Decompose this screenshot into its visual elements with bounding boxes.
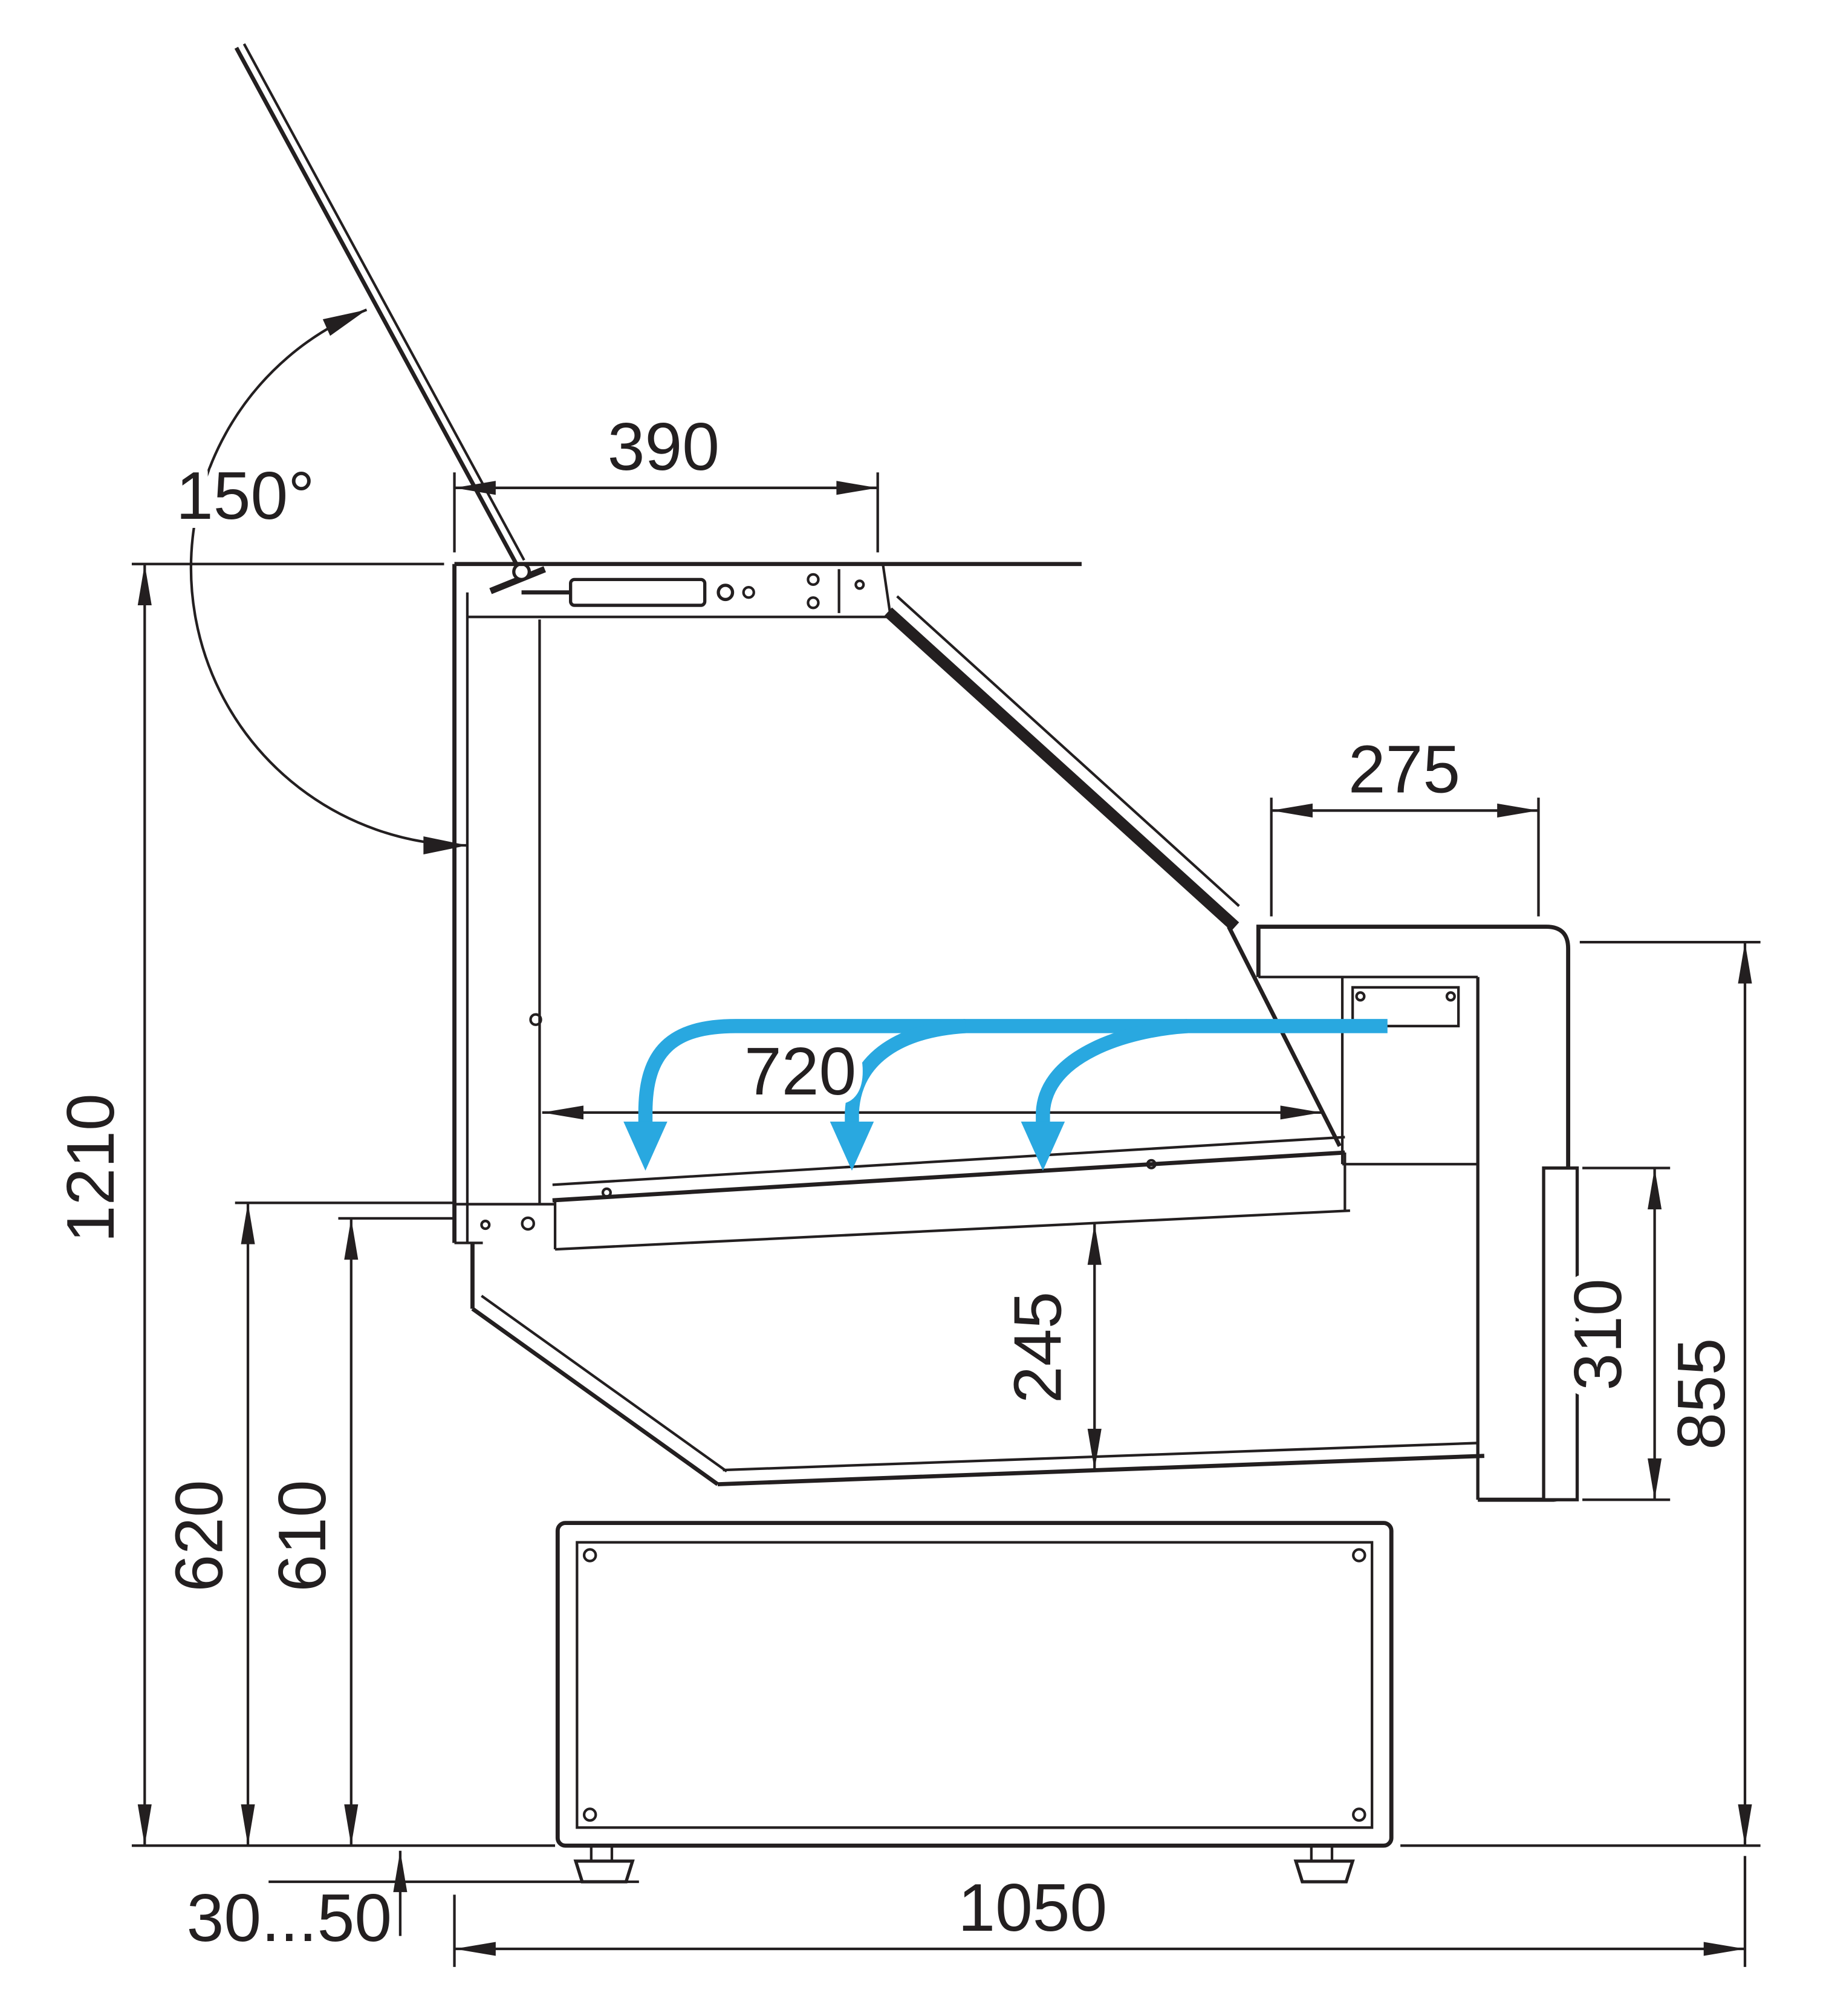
label-610: 610 <box>265 1480 340 1592</box>
label-1210: 1210 <box>53 1093 128 1243</box>
dim-610 <box>338 1217 455 1846</box>
base-outer <box>555 1521 1394 1848</box>
label-150deg: 150° <box>176 458 315 533</box>
base-inner <box>576 1541 1374 1829</box>
dim-1210 <box>131 562 556 1847</box>
rear-compartment <box>1227 925 1579 1502</box>
canopy-bracket <box>807 569 865 613</box>
rear-panel-310 <box>1542 1166 1579 1501</box>
rear-slope-thick <box>884 607 1239 931</box>
well-bottom <box>717 1454 1484 1487</box>
airflow-main-duct <box>638 1019 1388 1126</box>
airflow-branch-mid <box>845 1019 966 1126</box>
dim-30-50 <box>268 1850 639 1936</box>
dim-150deg <box>189 308 467 855</box>
label-310: 310 <box>1561 1278 1636 1390</box>
right-foot <box>1293 1859 1355 1884</box>
airflow-arrow-icon <box>830 1121 874 1171</box>
deck-surface <box>552 1150 1345 1203</box>
dimension-labels: 150° 390 275 720 1210 620 610 245 310 85… <box>44 400 1748 1965</box>
dim-1050 <box>453 1856 1747 1967</box>
lid-hinge-pivot <box>512 562 531 582</box>
open-lid <box>234 43 546 594</box>
left-foot <box>573 1859 635 1884</box>
dim-620 <box>235 1201 455 1846</box>
front-panel <box>452 564 556 1244</box>
display-deck <box>552 1136 1350 1251</box>
label-1050: 1050 <box>958 1870 1107 1945</box>
base-plinth <box>555 1521 1394 1848</box>
label-245: 245 <box>1001 1292 1076 1403</box>
label-30-50: 30...50 <box>187 1881 392 1956</box>
fan-housing <box>1351 986 1460 1028</box>
gas-strut <box>521 577 755 607</box>
label-390: 390 <box>608 409 720 484</box>
label-620: 620 <box>161 1480 236 1592</box>
label-720: 720 <box>744 1034 856 1109</box>
dim-855 <box>1400 941 1761 1847</box>
canopy <box>454 562 1082 619</box>
rear-slope-panel <box>884 595 1240 931</box>
well-front-slope <box>471 1307 719 1486</box>
airflow-arrowheads <box>623 1121 1065 1171</box>
angle-arc <box>189 308 467 847</box>
well-body <box>470 1243 1484 1487</box>
airflow-arrow-icon <box>1021 1121 1065 1171</box>
airflow-arrow-icon <box>623 1121 668 1171</box>
label-855: 855 <box>1664 1338 1739 1450</box>
dim-275 <box>1270 798 1540 917</box>
lid-glass-inner <box>242 43 525 561</box>
dim-310 <box>1582 1166 1671 1501</box>
label-275: 275 <box>1348 732 1460 807</box>
airflow-branch-rear <box>1036 1019 1188 1126</box>
lid-glass-outer <box>234 47 519 565</box>
airflow-lines <box>638 1019 1388 1126</box>
dim-390 <box>453 472 879 553</box>
